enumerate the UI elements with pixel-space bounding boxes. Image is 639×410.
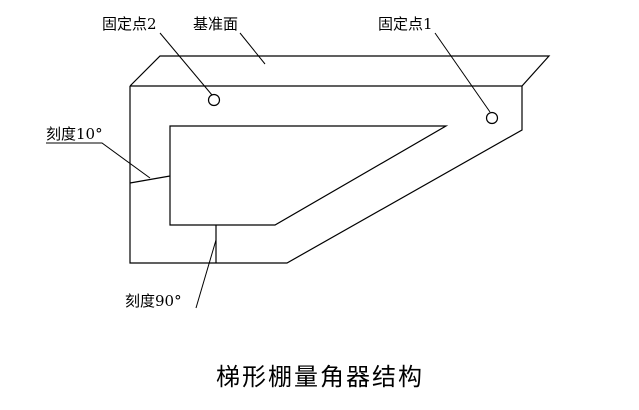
scale-10-tick bbox=[129, 175, 171, 184]
leader-reference-plane bbox=[239, 32, 266, 65]
label-reference-plane: 基准面 bbox=[193, 15, 238, 33]
label-fixed-point-2: 固定点2 bbox=[102, 15, 157, 33]
leader-scale-10 bbox=[46, 142, 151, 179]
label-scale-90: 刻度90° bbox=[125, 292, 182, 310]
label-fixed-point-1: 固定点1 bbox=[378, 15, 433, 33]
diagram-caption: 梯形棚量角器结构 bbox=[216, 363, 424, 391]
leader-fixed-point-1 bbox=[434, 32, 491, 113]
leader-scale-90 bbox=[195, 239, 217, 309]
fixed-point-2-hole bbox=[207, 93, 221, 107]
reference-plane-outline bbox=[129, 55, 551, 87]
fixed-point-1-hole bbox=[485, 111, 499, 125]
label-scale-10: 刻度10° bbox=[46, 125, 103, 143]
inner-cutout-outline bbox=[169, 125, 449, 226]
leader-fixed-point-2 bbox=[159, 32, 213, 96]
outer-body-outline bbox=[129, 86, 523, 264]
